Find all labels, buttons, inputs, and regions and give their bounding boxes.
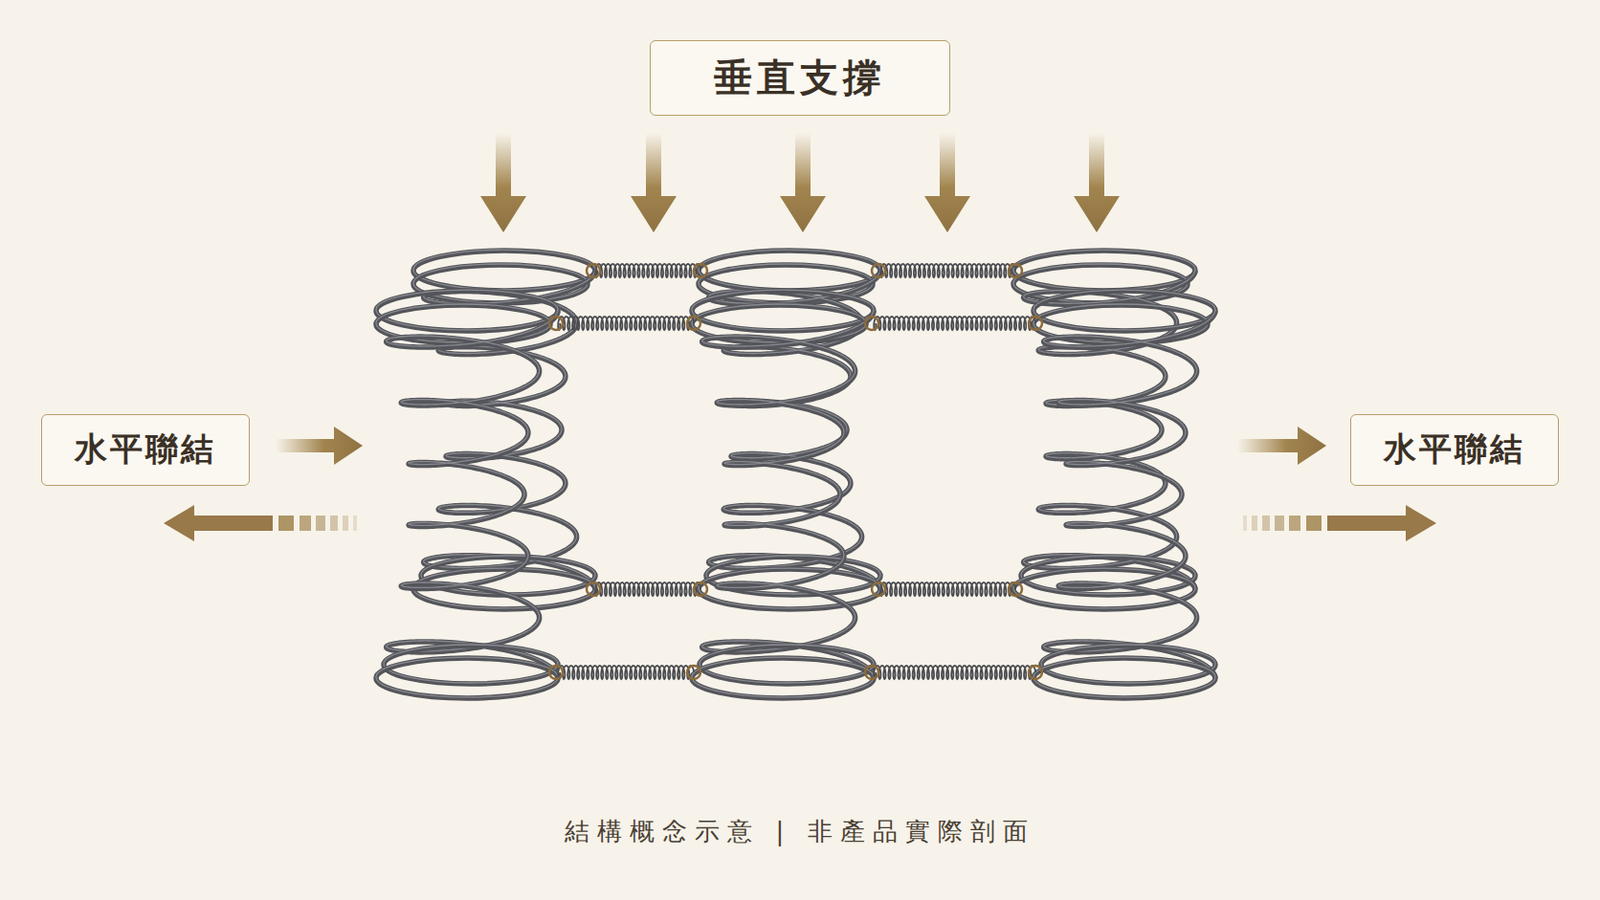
- coil-sheen: [1033, 657, 1216, 698]
- arrow-dash: [315, 515, 326, 532]
- brass-clip: [865, 666, 879, 680]
- helical-lacing: [595, 582, 701, 597]
- coil-sheen: [413, 264, 588, 303]
- caption: 結構概念示意 | 非產品實際剖面: [0, 815, 1600, 849]
- helical-lacing: [873, 316, 1036, 331]
- box-label: 水平聯結: [1383, 427, 1526, 472]
- arrow-dash: [330, 515, 338, 532]
- arrow-dash: [1243, 515, 1247, 532]
- right-arrow: [1237, 426, 1327, 466]
- arrow-dash: [1288, 515, 1301, 532]
- helical-lacing: [873, 666, 1036, 680]
- arrow-dash: [1274, 515, 1285, 532]
- down-arrow: [779, 133, 826, 233]
- end-coil: [1013, 265, 1188, 304]
- helical-lacing: [595, 264, 701, 278]
- brass-clip: [549, 666, 563, 680]
- brass-clip: [586, 264, 600, 278]
- brass-clip: [871, 264, 886, 278]
- helical-lacing: [557, 666, 694, 680]
- arrow-dash: [342, 515, 349, 532]
- arrow-dash: [1262, 515, 1270, 532]
- coil-sheen: [1044, 310, 1216, 678]
- brass-clip: [1028, 666, 1043, 680]
- coil-spring: [691, 289, 874, 699]
- left-arrow: [163, 505, 273, 542]
- arrow-dash: [278, 515, 294, 532]
- label-box: 水平聯結: [41, 414, 250, 487]
- helix-wire: [702, 311, 874, 679]
- box-label: 垂直支撐: [713, 51, 887, 105]
- end-coil: [691, 658, 874, 699]
- brass-clip: [1028, 316, 1043, 331]
- helical-lacing: [880, 582, 1016, 597]
- down-arrow: [924, 133, 971, 233]
- heading-box: 垂直支撐: [649, 40, 951, 116]
- right-arrow: [275, 426, 363, 466]
- right-arrow: [1327, 505, 1437, 542]
- arrow-dash: [299, 515, 312, 532]
- coil-sheen: [691, 657, 874, 698]
- end-coil: [376, 658, 558, 699]
- coil-spring: [376, 289, 558, 699]
- helical-lacing: [880, 264, 1016, 278]
- down-arrow: [480, 133, 527, 233]
- coil-sheen: [1013, 264, 1188, 303]
- helix-wire: [386, 311, 558, 679]
- box-label: 水平聯結: [74, 427, 217, 472]
- brass-clip: [871, 582, 886, 597]
- end-coil: [413, 265, 588, 304]
- arrow-dash: [353, 515, 357, 532]
- helical-lacing: [557, 316, 694, 331]
- brass-clip: [693, 582, 708, 597]
- brass-clip: [1008, 264, 1023, 278]
- brass-clip: [549, 316, 563, 331]
- coil-spring: [1033, 289, 1216, 699]
- end-coil: [1033, 658, 1216, 699]
- coil-sheen: [386, 310, 558, 678]
- brass-clip: [687, 666, 701, 680]
- down-arrow: [1073, 133, 1120, 233]
- brass-clip: [586, 582, 600, 597]
- brass-clip: [693, 264, 708, 278]
- helix-wire: [709, 270, 881, 590]
- brass-clip: [687, 316, 701, 331]
- label-box: 水平聯結: [1350, 414, 1559, 487]
- down-arrow: [630, 133, 677, 233]
- arrow-dash: [1251, 515, 1258, 532]
- brass-clip: [865, 316, 879, 331]
- brass-clip: [1008, 582, 1023, 597]
- coil-sheen: [376, 657, 558, 698]
- helix-wire: [1044, 311, 1216, 679]
- coil-sheen: [702, 310, 874, 678]
- arrow-dash: [1306, 515, 1322, 532]
